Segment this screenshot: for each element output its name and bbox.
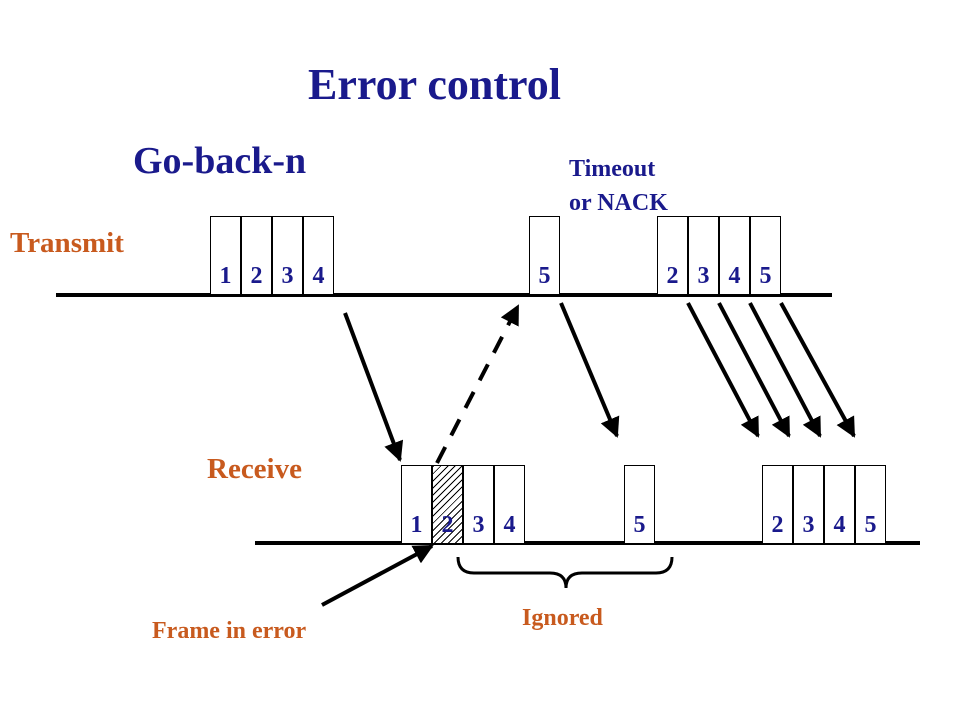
retransmission-arrow bbox=[717, 302, 791, 438]
receive-frame: 2 bbox=[762, 465, 793, 543]
receive-timeline bbox=[255, 541, 920, 545]
transmit-frame: 3 bbox=[272, 216, 303, 294]
transmission-arrow bbox=[343, 312, 404, 462]
frame-in-error-label: Frame in error bbox=[152, 618, 307, 644]
transmit-label: Transmit bbox=[10, 227, 124, 259]
ignored-label: Ignored bbox=[522, 605, 603, 631]
transmit-frame: 2 bbox=[241, 216, 272, 294]
retransmission-arrow bbox=[686, 302, 760, 438]
retransmission-arrow bbox=[748, 302, 822, 438]
receive-frame: 4 bbox=[494, 465, 525, 543]
diagram-subtitle: Go-back-n bbox=[133, 140, 307, 182]
receive-frame: 3 bbox=[793, 465, 824, 543]
receive-frame: 3 bbox=[463, 465, 494, 543]
transmit-frame: 5 bbox=[750, 216, 781, 294]
page-title: Error control bbox=[308, 60, 561, 109]
transmit-frame: 1 bbox=[210, 216, 241, 294]
transmit-frame: 3 bbox=[688, 216, 719, 294]
retransmission-arrow bbox=[779, 302, 856, 438]
transmit-frame: 4 bbox=[719, 216, 750, 294]
timeout-label-line-2: or NACK bbox=[569, 190, 668, 216]
transmit-timeline bbox=[56, 293, 832, 297]
transmission-arrow bbox=[559, 302, 620, 438]
nack-arrow bbox=[435, 304, 520, 464]
receive-frame-error: 2 bbox=[432, 465, 463, 543]
transmit-frame: 2 bbox=[657, 216, 688, 294]
receive-frame: 5 bbox=[855, 465, 886, 543]
receive-frame: 1 bbox=[401, 465, 432, 543]
receive-frame-ignored: 5 bbox=[624, 465, 655, 543]
ignored-brace bbox=[456, 556, 674, 589]
receive-frame: 4 bbox=[824, 465, 855, 543]
receive-label: Receive bbox=[207, 453, 302, 485]
timeout-label: Timeout or NACK bbox=[569, 152, 668, 220]
timeout-label-line-1: Timeout bbox=[569, 156, 656, 182]
frame-in-error-arrow bbox=[321, 544, 434, 607]
transmit-frame: 5 bbox=[529, 216, 560, 294]
transmit-frame: 4 bbox=[303, 216, 334, 294]
